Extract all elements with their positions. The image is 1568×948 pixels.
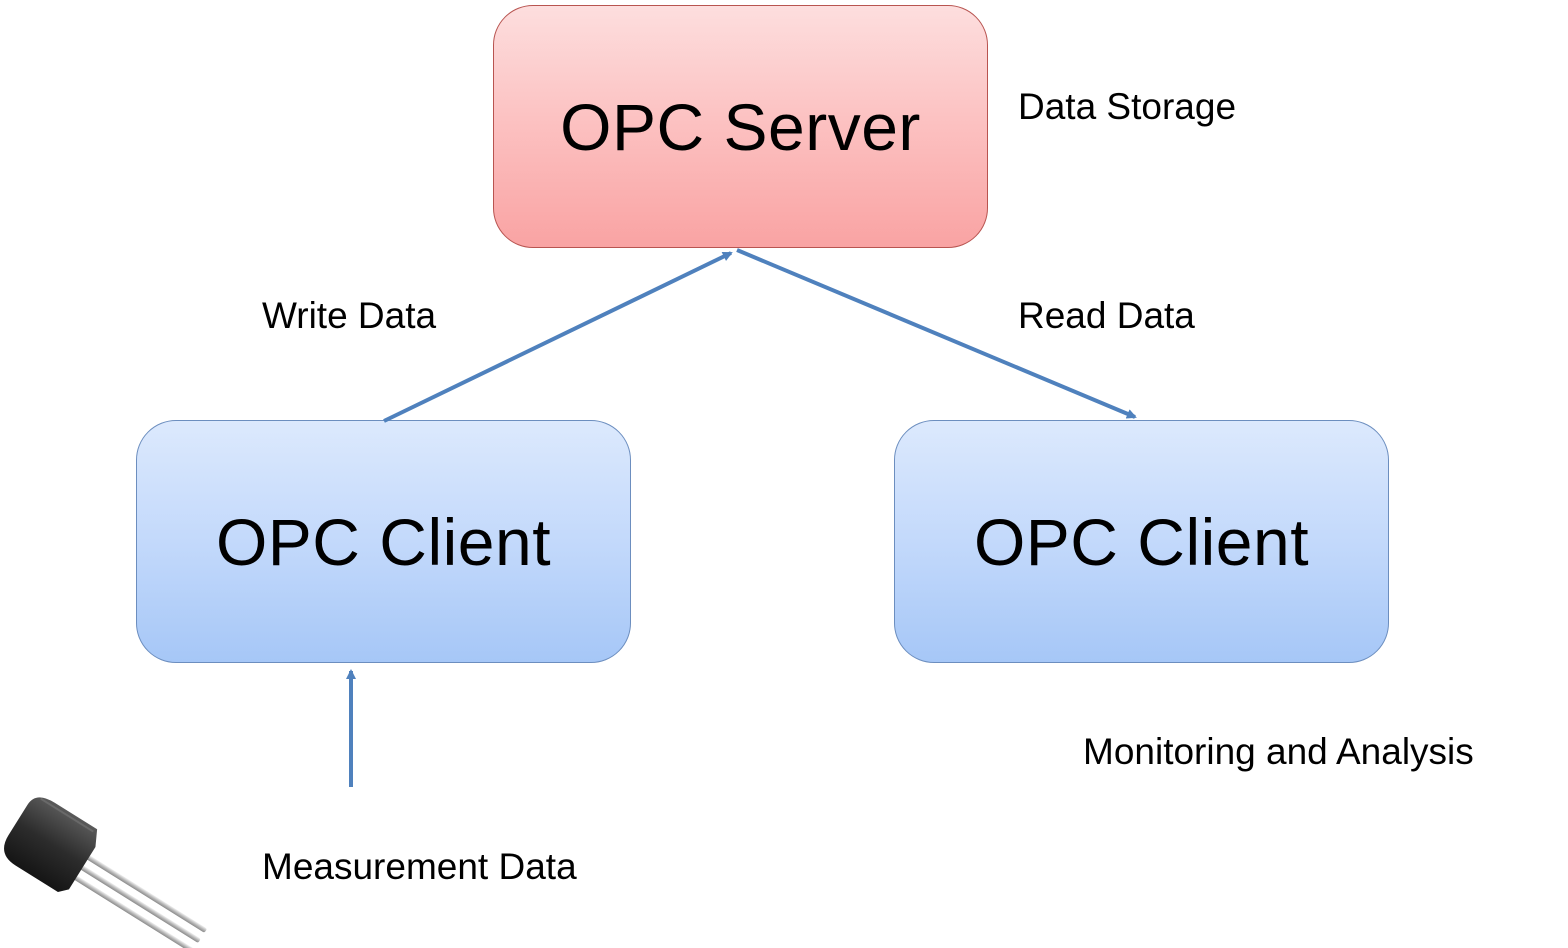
temperature-sensor-icon <box>4 797 207 948</box>
opc-client-writer-node: OPC Client <box>136 420 631 663</box>
opc-server-node: OPC Server <box>493 5 988 248</box>
write-data-arrow <box>383 251 733 423</box>
read-data-arrow <box>736 248 1137 419</box>
opc-client-writer-label: OPC Client <box>215 504 552 579</box>
opc-client-reader-label: OPC Client <box>973 504 1310 579</box>
opc-client-reader-node: OPC Client <box>894 420 1389 663</box>
monitoring-analysis-label: Monitoring and Analysis <box>1083 731 1474 772</box>
opc-server-label: OPC Server <box>560 89 921 164</box>
write-data-label: Write Data <box>262 295 437 336</box>
data-storage-label: Data Storage <box>1018 86 1237 127</box>
measurement-data-label: Measurement Data <box>262 846 577 887</box>
read-data-label: Read Data <box>1018 295 1195 336</box>
